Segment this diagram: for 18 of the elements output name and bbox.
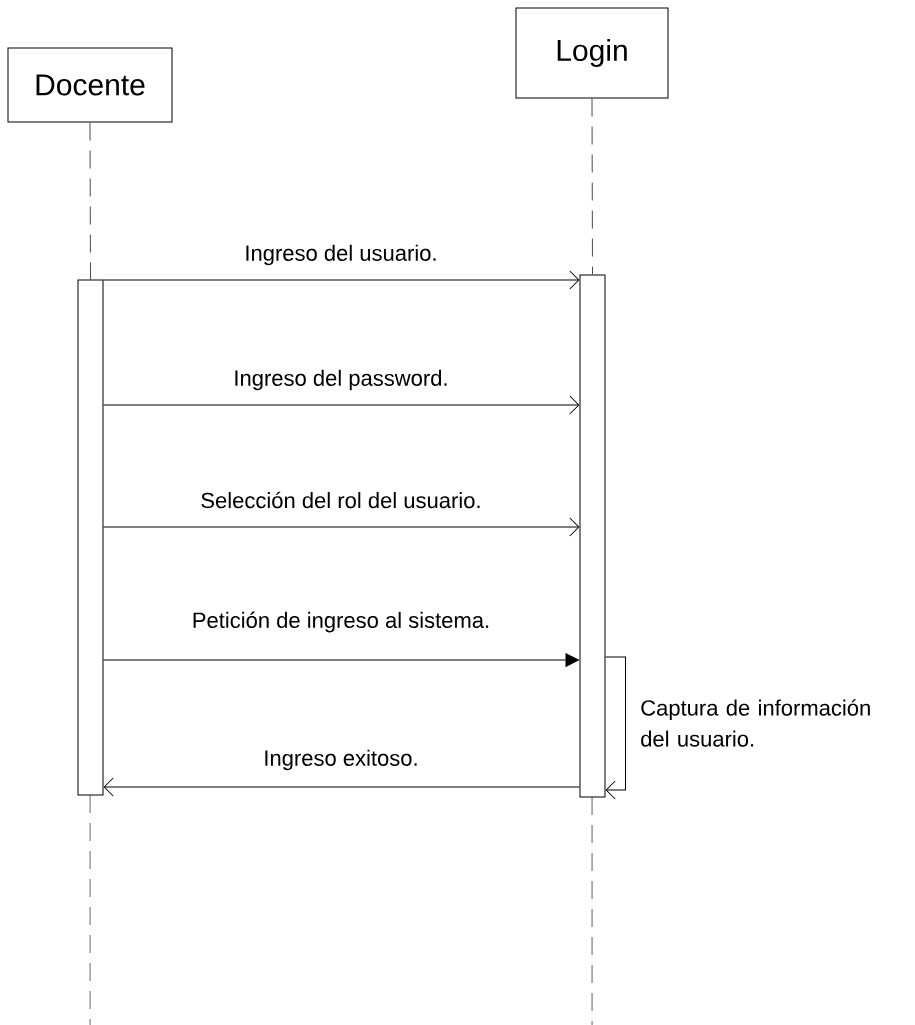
self-message-arrow [605, 656, 626, 800]
activation-bar [579, 274, 606, 798]
lifeline [591, 98, 593, 275]
edge-label: Petición de ingreso al sistema. [193, 611, 489, 633]
actor-box: Login [515, 7, 669, 99]
message-arrow [103, 653, 579, 667]
message-arrow [103, 395, 580, 415]
message-arrow [103, 270, 580, 290]
activation-bar [77, 279, 104, 796]
message-arrow [103, 777, 580, 797]
edge-label: Ingreso exitoso. [265, 749, 417, 771]
edge-label: Ingreso del password. [235, 369, 447, 391]
actor-box: Docente [7, 47, 173, 123]
lifeline [89, 122, 91, 280]
message-arrow [103, 517, 580, 537]
edge-label: Ingreso del usuario. [246, 244, 436, 266]
edge-label: Selección del rol del usuario. [201, 491, 480, 509]
edge-label: Captura de información del usuario. [641, 699, 870, 747]
